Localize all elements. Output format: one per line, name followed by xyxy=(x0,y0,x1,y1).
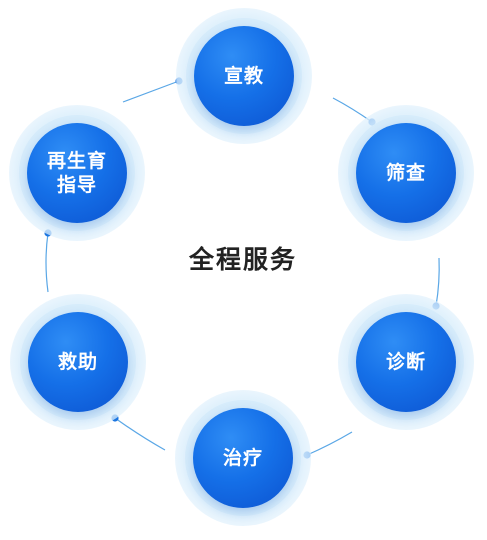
step-label: 治疗 xyxy=(222,447,263,469)
connector-arc xyxy=(45,232,49,293)
node-circle: 诊断 xyxy=(356,312,456,412)
connector-arc xyxy=(435,257,440,307)
connector-arc xyxy=(114,417,166,451)
step-label: 筛查 xyxy=(385,162,426,184)
connector-arc xyxy=(122,80,180,103)
node-circle: 救助 xyxy=(28,312,128,412)
step-label: 再生育 指导 xyxy=(46,150,107,196)
step-label: 宣教 xyxy=(223,65,264,87)
node-circle: 再生育 指导 xyxy=(27,123,127,223)
step-label: 诊断 xyxy=(385,351,426,373)
node-circle: 筛查 xyxy=(356,123,456,223)
step-label: 救助 xyxy=(57,351,98,373)
connector-arc xyxy=(306,431,353,456)
node-circle: 宣教 xyxy=(194,26,294,126)
node-circle: 治疗 xyxy=(193,408,293,508)
center-title: 全程服务 xyxy=(188,245,297,274)
